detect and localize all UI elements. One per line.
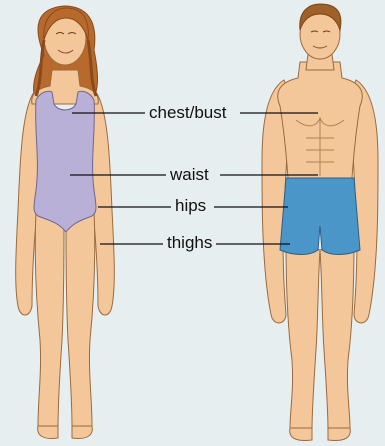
- waist-label: waist: [166, 165, 213, 185]
- hips-label: hips: [171, 196, 210, 216]
- woman-figure: [16, 6, 115, 439]
- chest-bust-label: chest/bust: [145, 103, 231, 123]
- man-figure: [262, 4, 378, 441]
- thighs-label: thighs: [163, 233, 216, 253]
